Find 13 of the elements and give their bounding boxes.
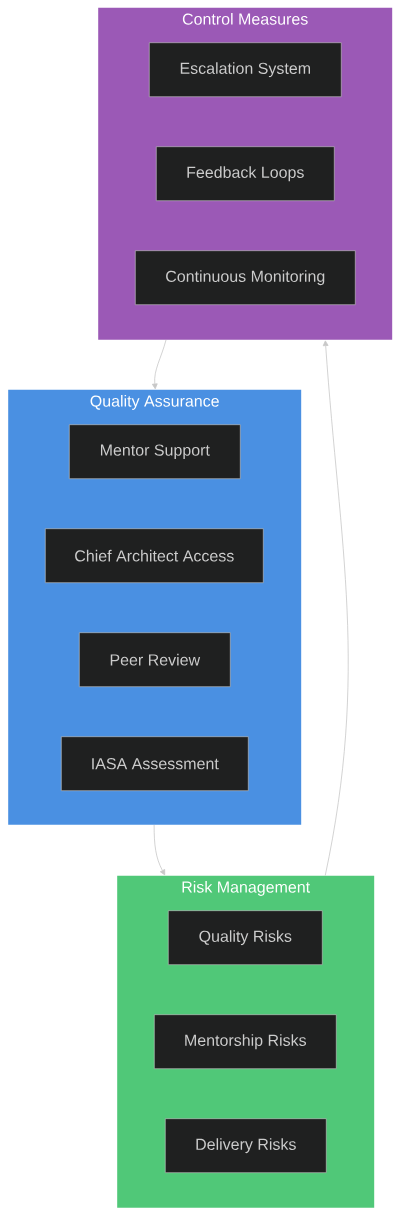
process-box: Chief Architect Access <box>45 528 264 583</box>
process-box: Peer Review <box>79 632 231 687</box>
process-box: Quality Risks <box>168 910 323 965</box>
process-box: Continuous Monitoring <box>135 250 356 305</box>
process-box: Mentorship Risks <box>154 1014 337 1069</box>
process-box: IASA Assessment <box>61 736 249 791</box>
arrow <box>151 339 167 390</box>
arrow <box>153 824 166 876</box>
arrow <box>322 340 349 876</box>
process-box: Mentor Support <box>69 424 241 479</box>
process-box: Delivery Risks <box>165 1118 327 1173</box>
process-box: Escalation System <box>149 42 342 97</box>
process-box: Feedback Loops <box>156 146 335 201</box>
